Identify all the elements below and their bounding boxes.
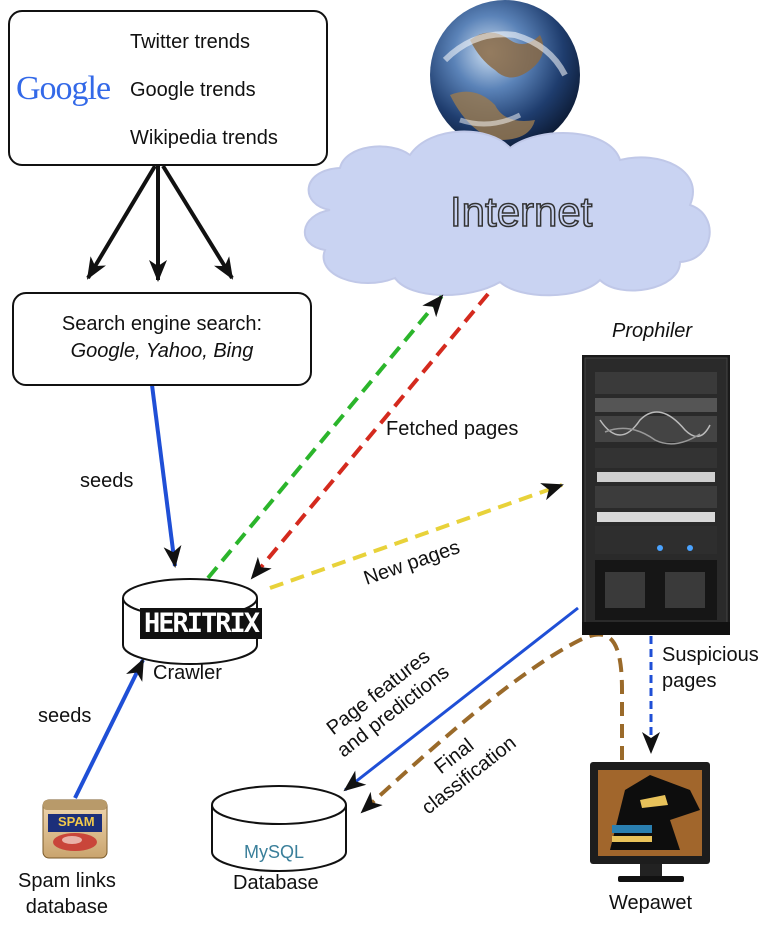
spam-can-text: SPAM <box>58 814 95 829</box>
google-logo: Google <box>16 70 111 107</box>
crawler-label: Crawler <box>153 662 222 684</box>
internet-label: Internet <box>449 187 593 236</box>
spam-label-line1: Spam links <box>18 870 116 892</box>
database-label: Database <box>233 872 319 894</box>
seeds-search-label: seeds <box>80 470 134 492</box>
wepawet-label: Wepawet <box>609 892 693 914</box>
spam-label-line2: database <box>25 896 109 918</box>
seeds-spam-label: seeds <box>38 705 92 727</box>
wikipedia-trends-label: Wikipedia trends <box>130 127 278 149</box>
trends-to-search-arrows <box>86 164 234 282</box>
arrow-crawler-to-internet <box>206 294 444 580</box>
arrow-page-features <box>343 606 579 792</box>
arrow-trends-left <box>86 164 157 280</box>
trends-box: Twitter trends Google Google trends Wiki… <box>8 10 328 166</box>
search-engine-list: Google, Yahoo, Bing <box>70 340 254 362</box>
spam-can-image <box>42 799 108 859</box>
suspicious-pages-line1: Suspicious <box>662 644 759 666</box>
database-cylinder <box>211 785 347 872</box>
earth-globe-icon <box>430 0 580 150</box>
suspicious-pages-line2: pages <box>662 670 717 692</box>
arrow-seeds-search <box>150 384 182 568</box>
search-engine-box: Search engine search: Google, Yahoo, Bin… <box>12 292 312 386</box>
arrow-new-pages <box>269 483 564 590</box>
internet-cloud <box>304 130 711 297</box>
search-engine-title: Search engine search: <box>61 313 263 335</box>
arrow-trends-right <box>161 164 234 280</box>
mysql-logo: MySQL <box>244 842 305 862</box>
server-rack-image <box>582 355 730 635</box>
heritrix-logo: HERITRIX <box>140 608 263 639</box>
arrow-fetched-pages <box>250 292 490 580</box>
spam-links-label: Spam links database <box>18 868 116 920</box>
twitter-trends-label: Twitter trends <box>130 31 251 53</box>
arrow-seeds-spam <box>73 658 145 799</box>
prophiler-label: Prophiler <box>612 320 693 342</box>
fetched-pages-label: Fetched pages <box>386 418 519 440</box>
google-trends-label: Google trends <box>130 79 256 101</box>
wepawet-monitor-image <box>590 762 710 882</box>
suspicious-pages-label: Suspicious pages <box>662 642 759 694</box>
